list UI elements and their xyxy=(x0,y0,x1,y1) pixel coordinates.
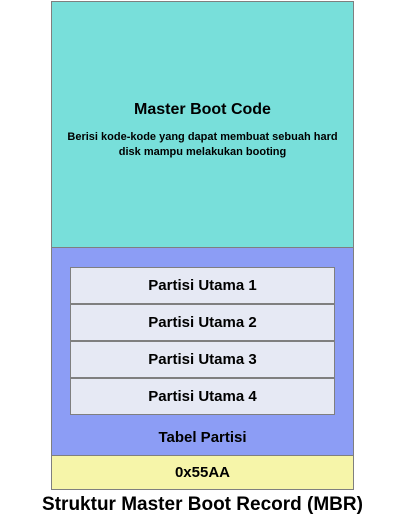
master-boot-code-block: Master Boot Code Berisi kode-kode yang d… xyxy=(52,2,353,248)
diagram-caption: Struktur Master Boot Record (MBR) xyxy=(42,494,363,515)
partition-entry-1: Partisi Utama 1 xyxy=(70,267,335,304)
partition-entry-3: Partisi Utama 3 xyxy=(70,341,335,378)
mbr-structure: Master Boot Code Berisi kode-kode yang d… xyxy=(51,1,354,490)
boot-signature-block: 0x55AA xyxy=(52,456,353,489)
partition-entry-2: Partisi Utama 2 xyxy=(70,304,335,341)
partition-table-label: Tabel Partisi xyxy=(158,429,247,446)
master-boot-code-description: Berisi kode-kode yang dapat membuat sebu… xyxy=(67,131,338,158)
partition-entry-4: Partisi Utama 4 xyxy=(70,378,335,415)
master-boot-code-title: Master Boot Code xyxy=(134,101,271,118)
partition-table-block: Partisi Utama 1 Partisi Utama 2 Partisi … xyxy=(52,248,353,456)
